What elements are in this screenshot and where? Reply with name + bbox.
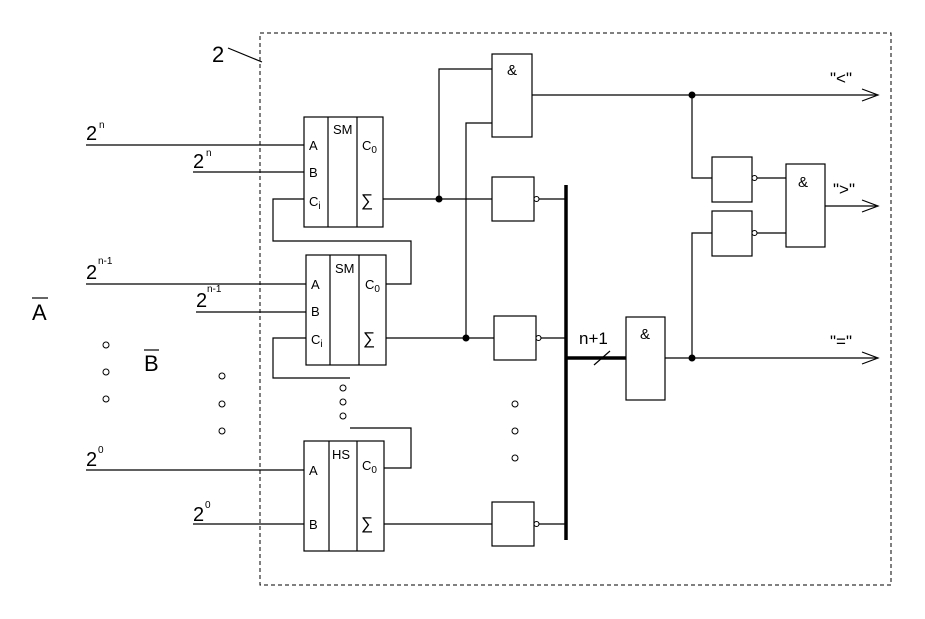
output-greater-label: ">" — [833, 180, 855, 199]
svg-text:2: 2 — [86, 123, 97, 145]
svg-text:C0: C0 — [362, 138, 377, 156]
svg-text:Ci: Ci — [309, 194, 321, 212]
input-wires — [86, 144, 306, 525]
svg-text:0: 0 — [98, 445, 104, 456]
svg-text:n-1: n-1 — [98, 256, 113, 267]
svg-text:C0: C0 — [365, 277, 380, 295]
full-adder-1: SM A B Ci C0 ∑ — [303, 116, 384, 228]
ellipsis-inverters — [511, 400, 519, 462]
svg-text:B: B — [309, 165, 318, 180]
svg-text:∑: ∑ — [363, 329, 375, 348]
svg-text:2: 2 — [196, 290, 207, 312]
svg-text:2: 2 — [193, 504, 204, 526]
bus-width-tick — [593, 350, 611, 366]
bit-label-b-n-1: 2 n-1 — [196, 284, 222, 312]
svg-text:C0: C0 — [362, 458, 377, 476]
svg-text:∑: ∑ — [361, 191, 373, 210]
inverter-2 — [493, 315, 542, 361]
output-equal-wire — [665, 351, 880, 365]
svg-text:&: & — [640, 326, 650, 343]
svg-text:A: A — [309, 463, 318, 478]
svg-text:n: n — [99, 120, 105, 131]
svg-text:2: 2 — [86, 262, 97, 284]
full-adder-2: SM A B Ci C0 ∑ — [305, 254, 387, 366]
svg-text:A: A — [309, 138, 318, 153]
block-boundary — [259, 32, 892, 586]
ellipsis-adders — [339, 384, 347, 420]
input-a-label: A — [32, 297, 48, 325]
bus-feed-wires — [539, 198, 566, 525]
svg-text:B: B — [311, 304, 320, 319]
sum-wires — [383, 68, 494, 525]
bit-label-a-n: 2 n — [86, 120, 105, 145]
output-equal-label: "=" — [830, 332, 852, 351]
svg-text:Ci: Ci — [311, 332, 323, 350]
bit-label-b-n: 2 n — [193, 148, 212, 173]
ellipsis-b-bits — [218, 372, 226, 435]
svg-text:SM: SM — [335, 261, 355, 276]
svg-text:&: & — [798, 174, 808, 191]
gt-feed-wires — [691, 95, 786, 358]
inverter-3 — [491, 501, 540, 547]
input-b-label: B — [144, 349, 159, 376]
inverter-gt-2 — [711, 210, 758, 257]
svg-text:A: A — [32, 300, 47, 325]
output-greater-wire — [825, 199, 880, 213]
and-gate-equal: & — [625, 316, 666, 401]
block-label: 2 — [212, 42, 224, 67]
carry-wires — [272, 198, 412, 469]
bit-label-a-0: 2 0 — [86, 445, 104, 471]
bit-label-a-n-1: 2 n-1 — [86, 256, 113, 284]
svg-text:A: A — [311, 277, 320, 292]
svg-text:&: & — [507, 62, 517, 79]
svg-text:B: B — [144, 351, 159, 376]
inverter-gt-1 — [711, 156, 758, 203]
half-adder: HS A B C0 ∑ — [303, 440, 385, 552]
and-gate-greater: & — [785, 163, 826, 248]
bit-label-b-0: 2 0 — [193, 500, 211, 526]
inverter-1 — [491, 176, 540, 222]
svg-text:n: n — [206, 148, 212, 159]
svg-text:∑: ∑ — [361, 514, 373, 533]
svg-text:n-1: n-1 — [207, 284, 222, 295]
svg-text:SM: SM — [333, 122, 353, 137]
ellipsis-a-bits — [102, 341, 110, 403]
svg-text:B: B — [309, 517, 318, 532]
svg-text:HS: HS — [332, 447, 350, 462]
bus-width-label: n+1 — [579, 329, 608, 348]
and-gate-less: & — [491, 53, 533, 138]
svg-text:2: 2 — [86, 449, 97, 471]
output-less-label: "<" — [830, 69, 852, 88]
svg-text:0: 0 — [205, 500, 211, 511]
svg-text:2: 2 — [193, 151, 204, 173]
block-label-leader — [227, 47, 263, 63]
output-less-wire — [532, 88, 880, 102]
